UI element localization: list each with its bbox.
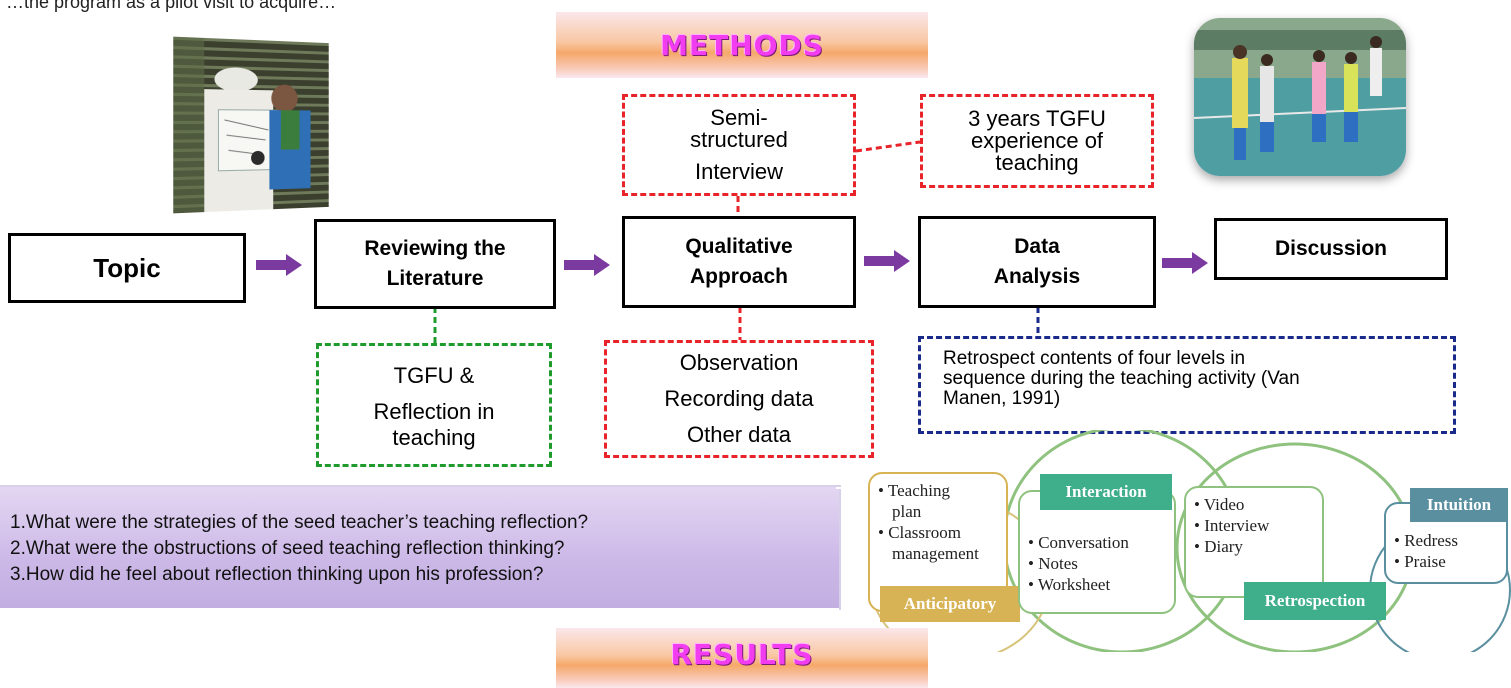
anticipatory-item-1b: plan [892, 502, 922, 521]
analysis-note-line2: sequence during the teaching activity (V… [943, 368, 1300, 389]
intuition-item-1: • Redress [1394, 531, 1459, 550]
intuition-item-2: • Praise [1394, 552, 1446, 571]
top-caption: …the program as a pilot visit to acquire… [6, 0, 337, 12]
discussion-box: Discussion [1214, 218, 1448, 280]
experience-box: 3 years TGFU experience of teaching [920, 94, 1154, 188]
methods-title: METHODS [660, 28, 824, 62]
interview-line2: structured [690, 127, 788, 152]
experience-line1: 3 years TGFU [968, 106, 1106, 131]
qualitative-box: Qualitative Approach [622, 216, 856, 308]
data-sources-line2: Recording data [664, 386, 814, 411]
analysis-note-line3: Manen, 1991) [943, 388, 1061, 409]
data-sources-box: Observation Recording data Other data [604, 340, 874, 458]
question-1: 1.What were the strategies of the seed t… [10, 512, 589, 533]
anticipatory-item-1: • Teaching [878, 481, 950, 500]
methods-banner: METHODS [556, 12, 928, 78]
question-3: 3.How did he feel about reflection think… [10, 564, 544, 585]
literature-note-box: TGFU & Reflection in teaching [316, 343, 552, 467]
analysis-line1: Data [1014, 235, 1060, 258]
literature-line2: Literature [386, 267, 484, 290]
arrow-1-icon [256, 254, 302, 276]
experience-line3: teaching [995, 150, 1079, 175]
connector-lines [433, 140, 1040, 343]
topic-box: Topic [8, 233, 246, 303]
discussion-label: Discussion [1274, 237, 1388, 260]
analysis-note-line1: Retrospect contents of four levels in [943, 348, 1246, 369]
question-2: 2.What were the obstructions of seed tea… [10, 538, 565, 559]
literature-note-line1: TGFU & [393, 363, 475, 388]
arrow-3-icon [864, 250, 910, 272]
interaction-item-3: • Worksheet [1028, 575, 1111, 594]
literature-line1: Reviewing the [364, 237, 506, 260]
retrospection-box: • Video • Interview • Diary [1184, 486, 1324, 598]
experience-line2: experience of [970, 128, 1104, 153]
analysis-line2: Analysis [993, 265, 1081, 288]
anticipatory-item-2b: management [892, 544, 979, 563]
analysis-box: Data Analysis [918, 216, 1156, 308]
arrow-4-icon [1162, 252, 1208, 274]
anticipatory-label: Anticipatory [880, 586, 1020, 622]
qualitative-line1: Qualitative [685, 235, 793, 258]
results-title: RESULTS [670, 637, 814, 671]
analysis-note-box: Retrospect contents of four levels in se… [918, 336, 1456, 434]
results-banner: RESULTS [556, 628, 928, 688]
literature-note-line2: Reflection in [373, 399, 495, 424]
interaction-label: Interaction [1040, 474, 1172, 510]
interview-box: Semi- structured Interview [622, 94, 856, 196]
data-sources-line1: Observation [679, 350, 799, 375]
data-sources-line3: Other data [687, 422, 791, 447]
literature-box: Reviewing the Literature [314, 219, 556, 309]
retrospection-item-1: • Video [1194, 495, 1245, 514]
retrospection-item-3: • Diary [1194, 537, 1243, 556]
arrow-2-icon [564, 254, 610, 276]
retrospection-label: Retrospection [1244, 582, 1386, 620]
anticipatory-item-2: • Classroom [878, 523, 961, 542]
interview-line1: Semi- [710, 105, 768, 130]
interview-experience-connector [855, 140, 921, 153]
interview-line3: Interview [694, 159, 784, 184]
research-questions-panel: 1.What were the strategies of the seed t… [0, 486, 840, 608]
topic-label: Topic [93, 252, 161, 283]
questions-panel-edge [0, 485, 843, 610]
literature-note-line3: teaching [392, 425, 476, 450]
retrospection-item-2: • Interview [1194, 516, 1270, 535]
intuition-label: Intuition [1410, 488, 1508, 522]
teacher-photo [173, 36, 329, 214]
students-photo [1194, 18, 1406, 176]
interaction-box: • Conversation • Notes • Worksheet [1018, 490, 1176, 614]
qualitative-line2: Approach [689, 265, 788, 288]
interaction-item-2: • Notes [1028, 554, 1078, 573]
interaction-item-1: • Conversation [1028, 533, 1129, 552]
